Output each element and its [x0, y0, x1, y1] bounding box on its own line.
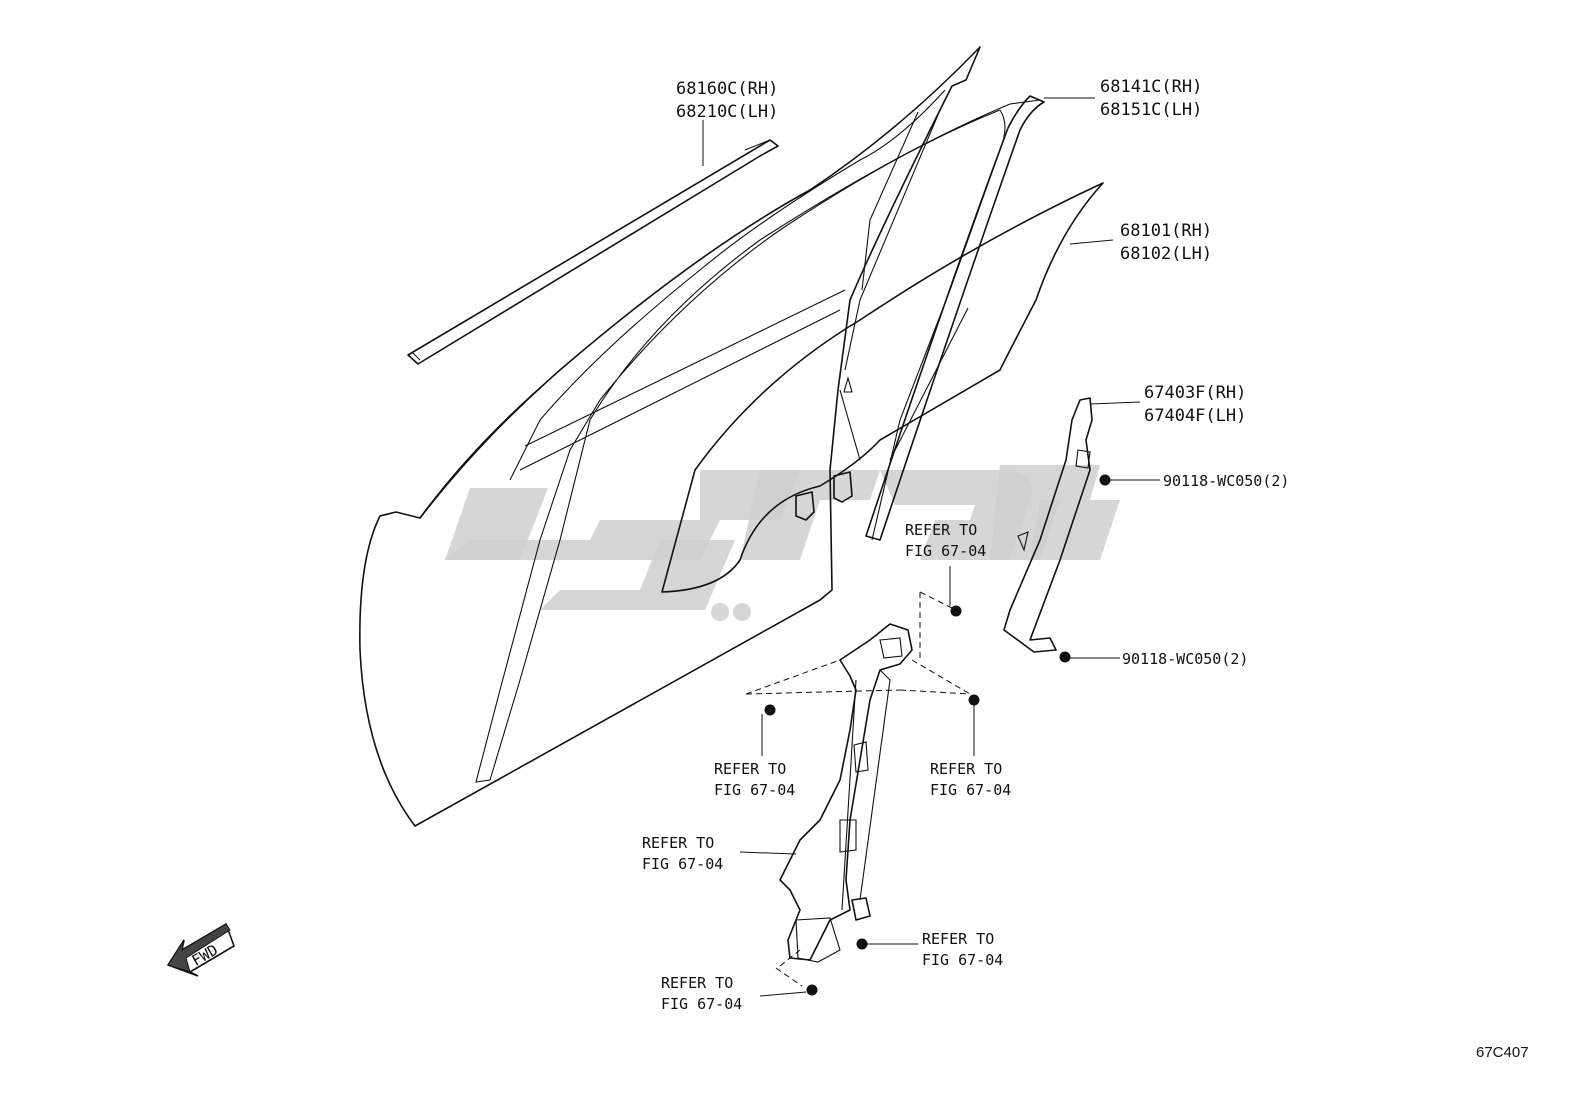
label-glass-rh: 68101(RH) — [1120, 221, 1212, 241]
window-regulator — [779, 623, 913, 963]
belt-moulding — [407, 139, 779, 365]
label-channel-lh: 67404F(LH) — [1144, 406, 1246, 426]
watermark-logo — [445, 465, 1120, 621]
refer-label-4-line1: REFER TO — [642, 834, 714, 852]
refer-label-3-line1: REFER TO — [930, 760, 1002, 778]
refer-label-2-line1: REFER TO — [714, 760, 786, 778]
label-bolt-upper: 90118-WC050(2) — [1163, 472, 1289, 490]
dashed-assembly-guides — [745, 591, 971, 987]
refer-label-1-line2: FIG 67-04 — [905, 542, 986, 560]
refer-label-6-line1: REFER TO — [661, 974, 733, 992]
refer-label-2-line2: FIG 67-04 — [714, 781, 795, 799]
door-glass — [661, 182, 1104, 593]
label-mould-rh: 68160C(RH) — [676, 79, 778, 99]
front-door-panel — [359, 46, 981, 827]
label-glass-lh: 68102(LH) — [1120, 244, 1212, 264]
refer-label-5-line1: REFER TO — [922, 930, 994, 948]
refer-label-5-line2: FIG 67-04 — [922, 951, 1003, 969]
refer-label-4-line2: FIG 67-04 — [642, 855, 723, 873]
glass-run-channel — [475, 95, 1045, 783]
refer-label-1-line1: REFER TO — [905, 521, 977, 539]
refer-label-3-line2: FIG 67-04 — [930, 781, 1011, 799]
label-channel-rh: 67403F(RH) — [1144, 383, 1246, 403]
glass-clips — [795, 471, 853, 521]
refer-label-6-line2: FIG 67-04 — [661, 995, 742, 1013]
label-bolt-lower: 90118-WC050(2) — [1122, 650, 1248, 668]
figure-id: 67C407 — [1476, 1044, 1529, 1061]
label-run-rh: 68141C(RH) — [1100, 77, 1202, 97]
leader-lines — [702, 97, 1160, 997]
rear-lower-sash-channel — [1003, 397, 1093, 653]
label-run-lh: 68151C(LH) — [1100, 100, 1202, 120]
label-mould-lh: 68210C(LH) — [676, 102, 778, 122]
fwd-arrow-icon: FWD — [166, 922, 235, 977]
